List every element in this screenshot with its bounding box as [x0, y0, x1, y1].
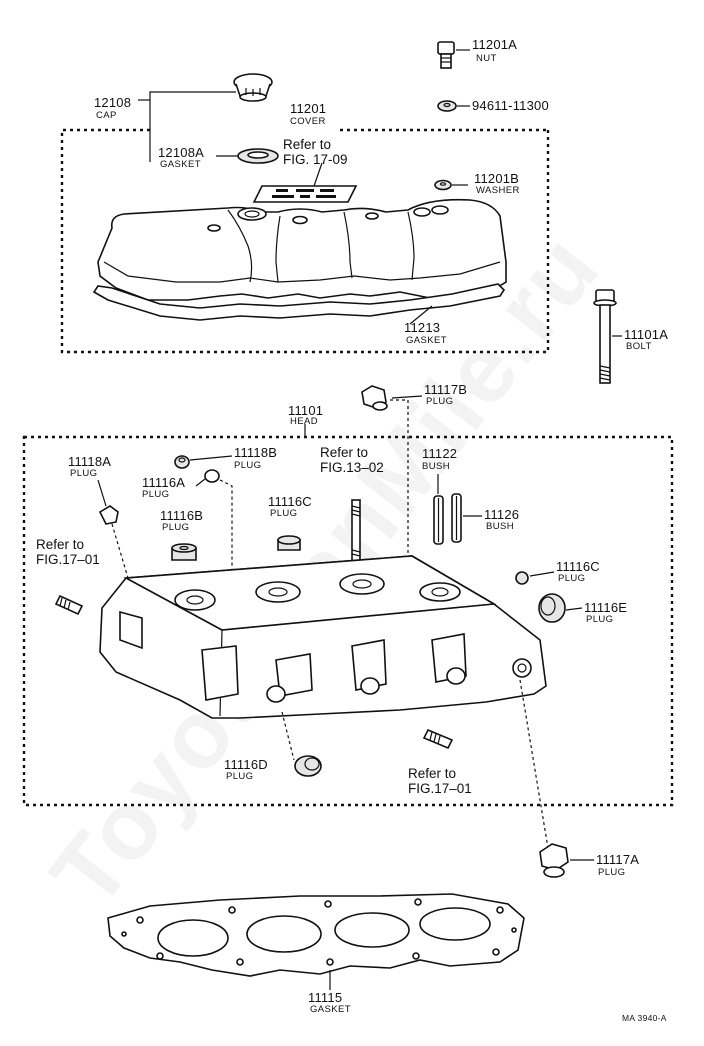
cap-gasket-name: GASKET — [160, 159, 201, 170]
washer-number: 11201B — [474, 171, 520, 186]
plug-11116e-name: PLUG — [586, 614, 614, 625]
plug-11116d-part — [294, 755, 322, 777]
left-stud-part — [54, 594, 84, 616]
plug-11116b-part — [171, 543, 197, 561]
cover-name: COVER — [290, 116, 326, 127]
cylinder-head-cover — [97, 198, 507, 301]
cap-gasket-part — [237, 148, 279, 164]
head-number: 11101 — [288, 403, 324, 418]
plug-11118b-part — [174, 455, 190, 469]
plug-11116a-part — [204, 469, 220, 483]
cylinder-head — [99, 555, 547, 719]
plug-11116c-right-name: PLUG — [558, 573, 586, 584]
drawing-code: MA 3940-A — [622, 1013, 667, 1023]
ref-fig-17-09: Refer to FIG. 17-09 — [283, 137, 348, 167]
washer-name: WASHER — [476, 185, 520, 196]
oring-number: 94611-11300 — [472, 98, 549, 113]
cover-group-frame — [60, 128, 550, 354]
bush-11122-part — [433, 495, 444, 545]
plug-11118a-part — [98, 505, 119, 525]
head-name: HEAD — [290, 416, 318, 427]
plug-11118a-name: PLUG — [70, 468, 98, 479]
oring-part — [437, 100, 457, 112]
plug-11116c-name: PLUG — [270, 508, 298, 519]
bush-11122-number: 11122 — [422, 446, 458, 461]
bottom-stud-part — [422, 728, 454, 750]
ref-fig-17-01-bottom: Refer to FIG.17–01 — [408, 766, 472, 796]
cover-label-plate — [252, 185, 358, 203]
washer-part — [434, 179, 452, 191]
cover-gasket-number: 11213 — [404, 320, 441, 335]
head-gasket-part — [107, 893, 525, 977]
ref-fig-13-02: Refer to FIG.13–02 — [320, 445, 384, 475]
plug-11117a-part — [539, 843, 569, 878]
plug-11117b-part — [361, 385, 388, 411]
bolt-part — [593, 289, 617, 384]
stud-part — [351, 499, 361, 563]
head-gasket-name: GASKET — [310, 1004, 351, 1015]
nut-part — [437, 41, 455, 69]
plug-11116b-name: PLUG — [162, 522, 190, 533]
plug-11116a-number: 11116A — [142, 475, 186, 490]
cap-number: 12108 — [94, 95, 132, 110]
cover-number: 11201 — [290, 101, 327, 116]
cover-gasket-name: GASKET — [406, 335, 447, 346]
bolt-number: 11101A — [624, 327, 669, 342]
bush-11126-number: 11126 — [484, 507, 520, 522]
plug-11116c-part — [277, 535, 301, 551]
plug-11116c-right-part — [515, 571, 529, 585]
plug-11117a-name: PLUG — [598, 867, 626, 878]
plug-11118a-number: 11118A — [68, 454, 112, 469]
plug-11118b-name: PLUG — [234, 460, 262, 471]
plug-11117b-name: PLUG — [426, 396, 454, 407]
cover-gasket-part — [92, 283, 506, 321]
nut-number: 11201A — [472, 37, 518, 52]
nut-name: NUT — [476, 53, 497, 64]
plug-11116b-number: 11116B — [160, 508, 204, 523]
plug-11117b-number: 11117B — [424, 382, 468, 397]
head-gasket-number: 11115 — [308, 990, 343, 1005]
bush-11126-part — [451, 493, 462, 543]
cap-name: CAP — [96, 110, 117, 121]
bolt-name: BOLT — [626, 341, 652, 352]
plug-11116c-number: 11116C — [268, 494, 312, 509]
plug-11116d-number: 11116D — [224, 757, 268, 772]
plug-11116d-name: PLUG — [226, 771, 254, 782]
filler-cap-part — [233, 73, 273, 102]
plug-11116c-right-number: 11116C — [556, 559, 600, 574]
bush-11126-name: BUSH — [486, 521, 514, 532]
head-group-frame — [22, 435, 674, 807]
plug-11118b-number: 11118B — [234, 445, 278, 460]
plug-11117a-number: 11117A — [596, 852, 640, 867]
plug-11116e-number: 11116E — [584, 600, 628, 615]
plug-11116a-name: PLUG — [142, 489, 170, 500]
bush-11122-name: BUSH — [422, 461, 450, 472]
ref-fig-17-01-left: Refer to FIG.17–01 — [36, 537, 100, 567]
cap-gasket-number: 12108A — [158, 145, 205, 160]
plug-11116e-part — [538, 593, 566, 623]
